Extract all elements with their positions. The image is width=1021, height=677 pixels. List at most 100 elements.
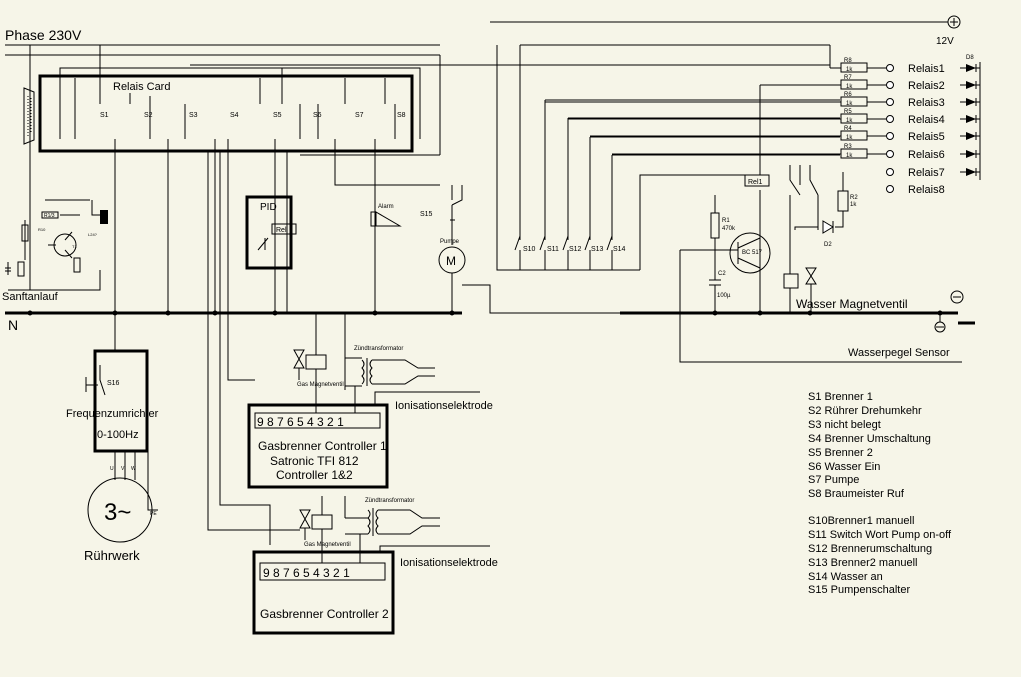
pid-relay xyxy=(271,223,297,235)
legend-item: S2 Rührer Drehumkehr xyxy=(808,405,922,417)
controller-2-terminal-labels: 9 8 7 6 5 4 3 2 1 xyxy=(263,566,350,580)
switch-legend: S1 Brenner 1 S2 Rührer Drehumkehr S3 nic… xyxy=(808,391,952,596)
svg-text:M: M xyxy=(446,254,456,268)
n-label: N xyxy=(8,317,18,333)
legend-item: S5 Brenner 2 xyxy=(808,447,873,459)
r6-value: 1k xyxy=(846,101,853,107)
svg-text:W: W xyxy=(131,466,136,472)
db25-connector xyxy=(23,87,35,145)
gas-ventil-2-label: Gas Magnetventil xyxy=(304,542,351,548)
ionisation-1-wire xyxy=(374,391,480,405)
pid-box xyxy=(245,195,293,270)
legend-item: S8 Braumeister Ruf xyxy=(808,488,905,500)
r4-label: R4 xyxy=(844,126,852,132)
legend-item: S7 Pumpe xyxy=(808,474,859,486)
card-switch-group: S1 S2 S3 S4 S5 S6 S7 S8 xyxy=(100,112,406,119)
legend-item: S6 Wasser Ein xyxy=(808,461,880,473)
legend-item: S10Brenner1 manuell xyxy=(808,515,914,527)
r8-label: R8 xyxy=(844,58,852,64)
zuend-2-label: Zündtransformator xyxy=(365,498,414,504)
motor-symbol-label: 3~ xyxy=(104,499,131,526)
r6-label: R6 xyxy=(844,92,852,98)
gas-ventil-1 xyxy=(293,313,346,413)
switch-s4-label: S4 xyxy=(230,112,239,119)
gas-ventil-1-label: Gas Magnetventil xyxy=(297,382,344,388)
relais3-label: Relais3 xyxy=(908,97,945,109)
r5-label: R5 xyxy=(844,109,852,115)
legend-item: S13 Brenner2 manuell xyxy=(808,557,917,569)
s15-switch xyxy=(450,185,463,245)
svg-text:T1: T1 xyxy=(72,244,77,249)
controller-1-subtitle: Controller 1&2 xyxy=(276,468,353,482)
frequenzumrichter-box xyxy=(93,349,149,453)
r8-value: 1k xyxy=(846,67,853,73)
switch-s10-label: S10 xyxy=(523,246,536,253)
legend-item: S15 Pumpenschalter xyxy=(808,584,910,596)
relais1-label: Relais1 xyxy=(908,63,945,75)
ground-rail xyxy=(620,290,975,333)
motor-3phase-symbol xyxy=(87,477,153,543)
manual-switch-group xyxy=(496,44,840,271)
r2-label: R2 xyxy=(850,195,858,201)
relais8-label: Relais8 xyxy=(908,184,945,196)
r1-value: 470k xyxy=(722,226,736,232)
bc517-label: BC 517 xyxy=(742,250,763,256)
sanftanlauf-label: Sanftanlauf xyxy=(2,291,59,303)
phase-label: Phase 230V xyxy=(5,27,82,43)
phase-rail xyxy=(5,44,441,156)
alarm-horn xyxy=(370,211,402,227)
svg-text:PE: PE xyxy=(150,511,157,517)
svg-text:R10: R10 xyxy=(38,227,46,232)
d2-label: D2 xyxy=(824,242,832,248)
wasser-magnetventil-label: Wasser Magnetventil xyxy=(796,297,908,311)
switch-s13-label: S13 xyxy=(591,246,604,253)
ionisation-1-label: Ionisationselektrode xyxy=(395,400,493,412)
r2-wire xyxy=(794,172,844,230)
pumpe-label: Pumpe xyxy=(440,239,460,245)
wasser-ventil-symbol xyxy=(805,267,817,285)
legend-item: S12 Brennerumschaltung xyxy=(808,543,932,555)
rel1-contacts xyxy=(789,165,819,230)
ruehrwerk-label: Rührwerk xyxy=(84,548,140,563)
controller-1-terminal-labels: 9 8 7 6 5 4 3 2 1 xyxy=(257,415,344,429)
switch-s2-label: S2 xyxy=(144,112,153,119)
switch-s6-label: S6 xyxy=(313,112,322,119)
s15-label: S15 xyxy=(420,211,433,218)
r1-label: R1 xyxy=(722,218,730,224)
relais4-label: Relais4 xyxy=(908,114,945,126)
switch-s7-label: S7 xyxy=(355,112,364,119)
relais2-label: Relais2 xyxy=(908,80,945,92)
r7-value: 1k xyxy=(846,84,853,90)
alarm-label: Alarm xyxy=(378,204,394,210)
d2-diode xyxy=(822,220,834,234)
rel1-label: Rel1 xyxy=(748,179,763,186)
svg-text:L24?: L24? xyxy=(88,232,98,237)
svg-text:S16: S16 xyxy=(107,380,120,387)
motor-feed-wires xyxy=(114,451,158,511)
triac-symbol xyxy=(100,210,108,224)
neutral-rail xyxy=(5,310,462,316)
switch-s14-label: S14 xyxy=(613,246,626,253)
r3-value: 1k xyxy=(846,153,853,159)
r2-value: 1k xyxy=(850,202,857,208)
r4-value: 1k xyxy=(846,135,853,141)
relais-card-label: Relais Card xyxy=(113,81,170,93)
controller-1-box xyxy=(247,403,389,489)
r5-value: 1k xyxy=(846,118,853,124)
svg-text:V: V xyxy=(121,466,125,472)
switch-s8-label: S8 xyxy=(397,112,406,119)
bc517-transistor xyxy=(729,232,771,274)
controller-1-title: Gasbrenner Controller 1 xyxy=(258,439,387,453)
relay-output-group xyxy=(545,45,894,313)
relais-card-box xyxy=(38,74,414,153)
switch-s5-label: S5 xyxy=(273,112,282,119)
c2-capacitor xyxy=(709,260,721,313)
legend-item: S14 Wasser an xyxy=(808,571,883,583)
relais7-label: Relais7 xyxy=(908,167,945,179)
12v-rail xyxy=(490,15,961,29)
c2-label: C2 xyxy=(718,271,726,277)
legend-item: S1 Brenner 1 xyxy=(808,391,873,403)
controller-1-terminals xyxy=(254,412,381,429)
legend-item: S3 nicht belegt xyxy=(808,419,881,431)
